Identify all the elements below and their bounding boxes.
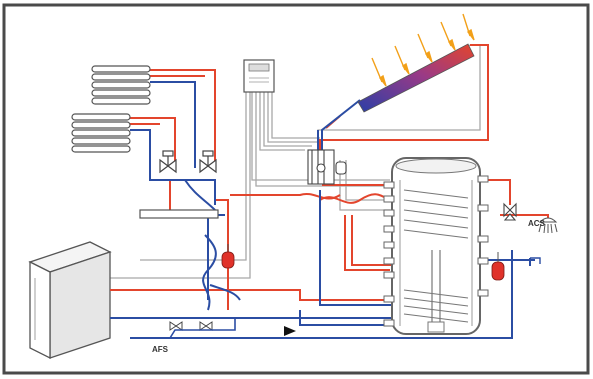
cold-water-tap-icon	[530, 257, 541, 264]
boiler	[28, 241, 112, 360]
cold-water-circuit	[110, 81, 535, 339]
solar-pump-group	[307, 149, 347, 185]
radiator-lower	[71, 113, 131, 153]
distribution-manifold	[139, 209, 219, 219]
expansion-vessel-heating-icon	[221, 244, 235, 269]
storage-tank	[383, 157, 489, 335]
shower-head-icon	[538, 217, 558, 234]
diagram-frame	[2, 3, 590, 375]
sun-rays	[371, 13, 475, 87]
inlet-valve-icon	[169, 321, 213, 331]
dhw-mixing-valve-icon	[503, 202, 517, 221]
mixing-valve-left-icon	[159, 150, 177, 174]
radiator-upper	[91, 65, 151, 105]
mixing-valve-right-icon	[199, 150, 217, 174]
solar-collector-panel	[357, 43, 475, 113]
cold-inlet-line	[150, 318, 236, 339]
dhw-outlet-label: ACS	[528, 219, 546, 228]
hot-water-circuit	[120, 44, 549, 310]
expansion-vessel-dhw-icon	[491, 252, 505, 281]
solar-controller	[243, 59, 275, 93]
pump-icon	[284, 326, 296, 336]
cold-water-inlet-label: AFS	[152, 345, 169, 354]
